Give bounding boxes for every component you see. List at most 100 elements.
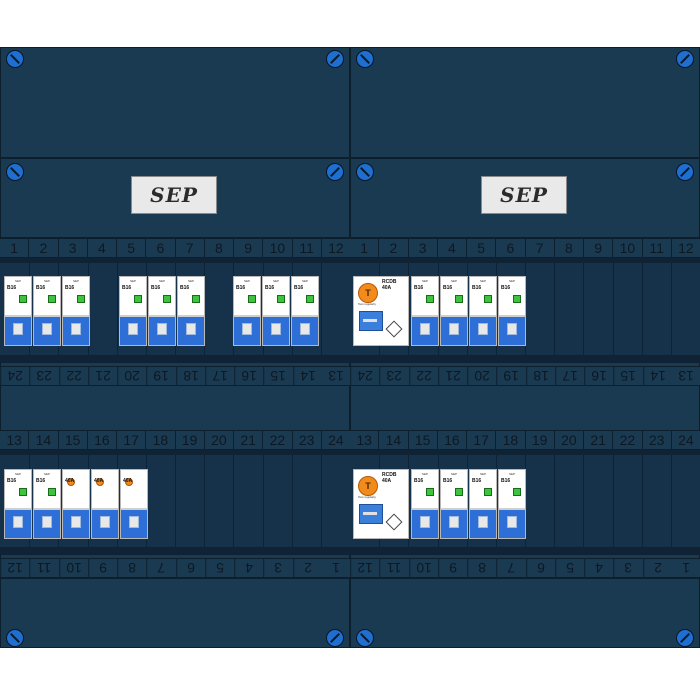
slot-number: 10 xyxy=(263,239,293,257)
slot-number: 18 xyxy=(496,431,526,449)
device-brand: SEP xyxy=(479,279,486,283)
rail-end-cap xyxy=(0,258,350,263)
breaker-toggle[interactable] xyxy=(63,508,89,538)
breaker-toggle[interactable] xyxy=(5,315,31,345)
breaker-toggle[interactable] xyxy=(499,315,525,345)
rail-slot-divider xyxy=(641,258,643,358)
breaker-toggle[interactable] xyxy=(178,315,204,345)
breaker-toggle[interactable] xyxy=(470,508,496,538)
slot-number: 10 xyxy=(613,239,643,257)
breaker-toggle[interactable] xyxy=(34,315,60,345)
breaker-toggle[interactable] xyxy=(441,315,467,345)
rcd-test-notice: Test regularly xyxy=(358,495,376,499)
test-button-icon[interactable]: T xyxy=(358,283,378,303)
breaker-toggle[interactable] xyxy=(34,508,60,538)
mcb-rating: B16 xyxy=(472,478,482,484)
breaker-toggle[interactable] xyxy=(5,508,31,538)
slot-number: 19 xyxy=(176,431,205,449)
rail-slot-divider xyxy=(583,258,585,358)
slot-number: 9 xyxy=(87,559,117,577)
breaker-toggle[interactable] xyxy=(499,508,525,538)
test-button-icon[interactable] xyxy=(96,478,104,486)
breaker-toggle[interactable] xyxy=(412,315,438,345)
rail-slot-divider xyxy=(612,450,614,550)
breaker-toggle[interactable] xyxy=(120,315,146,345)
slot-number: 15 xyxy=(263,367,293,385)
slot-number: 12 xyxy=(328,240,344,256)
slot-number: 7 xyxy=(496,559,526,577)
device-brand: SEP xyxy=(272,279,279,283)
slot-number: 3 xyxy=(263,559,293,577)
device-brand: SEP xyxy=(129,279,136,283)
breaker-toggle[interactable] xyxy=(441,508,467,538)
mcb-breaker[interactable]: SEP B16 xyxy=(119,276,147,346)
rcd-toggle[interactable] xyxy=(359,504,383,524)
breaker-toggle[interactable] xyxy=(63,315,89,345)
slot-number: 20 xyxy=(555,431,584,449)
slot-number: 5 xyxy=(117,239,147,257)
status-led-icon xyxy=(134,295,142,303)
breaker-toggle[interactable] xyxy=(263,315,289,345)
rcbo-breaker[interactable]: 40A xyxy=(62,469,90,539)
device-brand: SEP xyxy=(43,472,50,476)
breaker-toggle[interactable] xyxy=(234,315,260,345)
rcbo-rating: 40A xyxy=(123,478,133,484)
slot-number: 15 xyxy=(409,431,438,449)
test-button-icon[interactable] xyxy=(67,478,75,486)
breaker-toggle[interactable] xyxy=(92,508,118,538)
breaker-toggle[interactable] xyxy=(412,508,438,538)
slot-number: 18 xyxy=(146,431,176,449)
rail-end-cap xyxy=(350,450,700,455)
breaker-toggle[interactable] xyxy=(149,315,175,345)
slot-number: 20 xyxy=(467,367,497,385)
breaker-toggle[interactable] xyxy=(470,315,496,345)
rcd-model: RCDB xyxy=(382,472,397,478)
slot-number: 13 xyxy=(328,368,344,384)
rail-slot-divider xyxy=(204,450,206,550)
screw-icon xyxy=(676,629,694,647)
slot-number: 2 xyxy=(292,559,322,577)
test-button-icon[interactable]: T xyxy=(358,476,378,496)
screw-icon xyxy=(6,163,24,181)
mcb-rating: B16 xyxy=(122,285,132,291)
slot-number: 19 xyxy=(496,367,526,385)
slot-number: 21 xyxy=(87,367,117,385)
rcd-toggle[interactable] xyxy=(359,311,383,331)
rcbo-breaker[interactable]: 40A xyxy=(120,469,148,539)
slot-number: 14 xyxy=(292,367,322,385)
status-led-icon xyxy=(484,295,492,303)
slot-number: 6 xyxy=(525,559,555,577)
rcbo-breaker[interactable]: 40A xyxy=(91,469,119,539)
device-brand: SEP xyxy=(508,279,515,283)
breaker-toggle[interactable] xyxy=(121,508,147,538)
slot-number: 16 xyxy=(234,367,264,385)
screw-icon xyxy=(356,50,374,68)
slot-number: 1 xyxy=(0,239,30,257)
slot-number: 7 xyxy=(526,239,555,257)
slot-number: 9 xyxy=(234,239,264,257)
breaker-toggle[interactable] xyxy=(292,315,318,345)
test-button-icon[interactable] xyxy=(125,478,133,486)
rail-slot-divider xyxy=(670,258,672,358)
